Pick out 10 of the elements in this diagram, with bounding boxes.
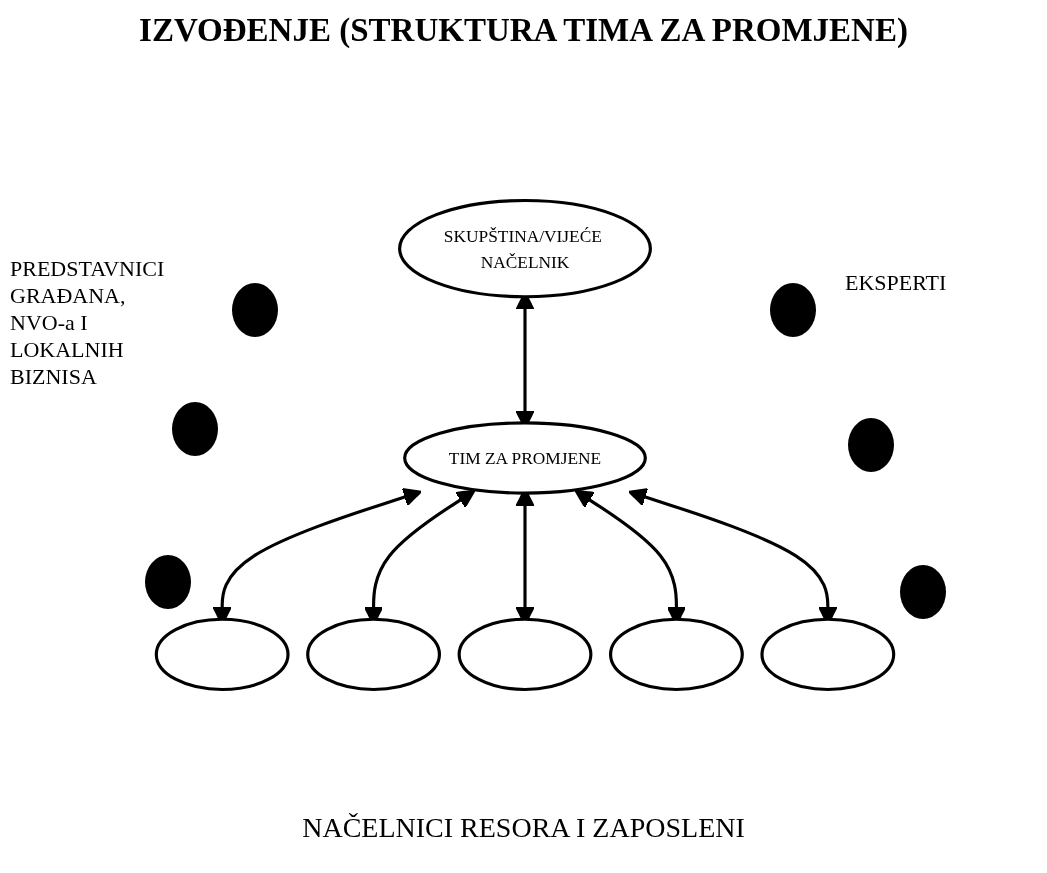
- node-ellipse: [306, 617, 441, 692]
- node-ellipse: SKUPŠTINA/VIJEĆE NAČELNIK: [398, 198, 652, 299]
- group-label: NAČELNICI RESORA I ZAPOSLENI: [301, 812, 746, 844]
- node-ellipse: TIM ZA PROMJENE: [403, 421, 647, 495]
- node-ellipse: [457, 617, 593, 692]
- node-ellipse: [154, 617, 290, 692]
- group-label: EKSPERTI: [845, 270, 947, 296]
- node-ellipse: [760, 617, 896, 692]
- title: IZVOĐENJE (STRUKTURA TIMA ZA PROMJENE): [138, 11, 909, 50]
- node-ellipse: [609, 617, 744, 692]
